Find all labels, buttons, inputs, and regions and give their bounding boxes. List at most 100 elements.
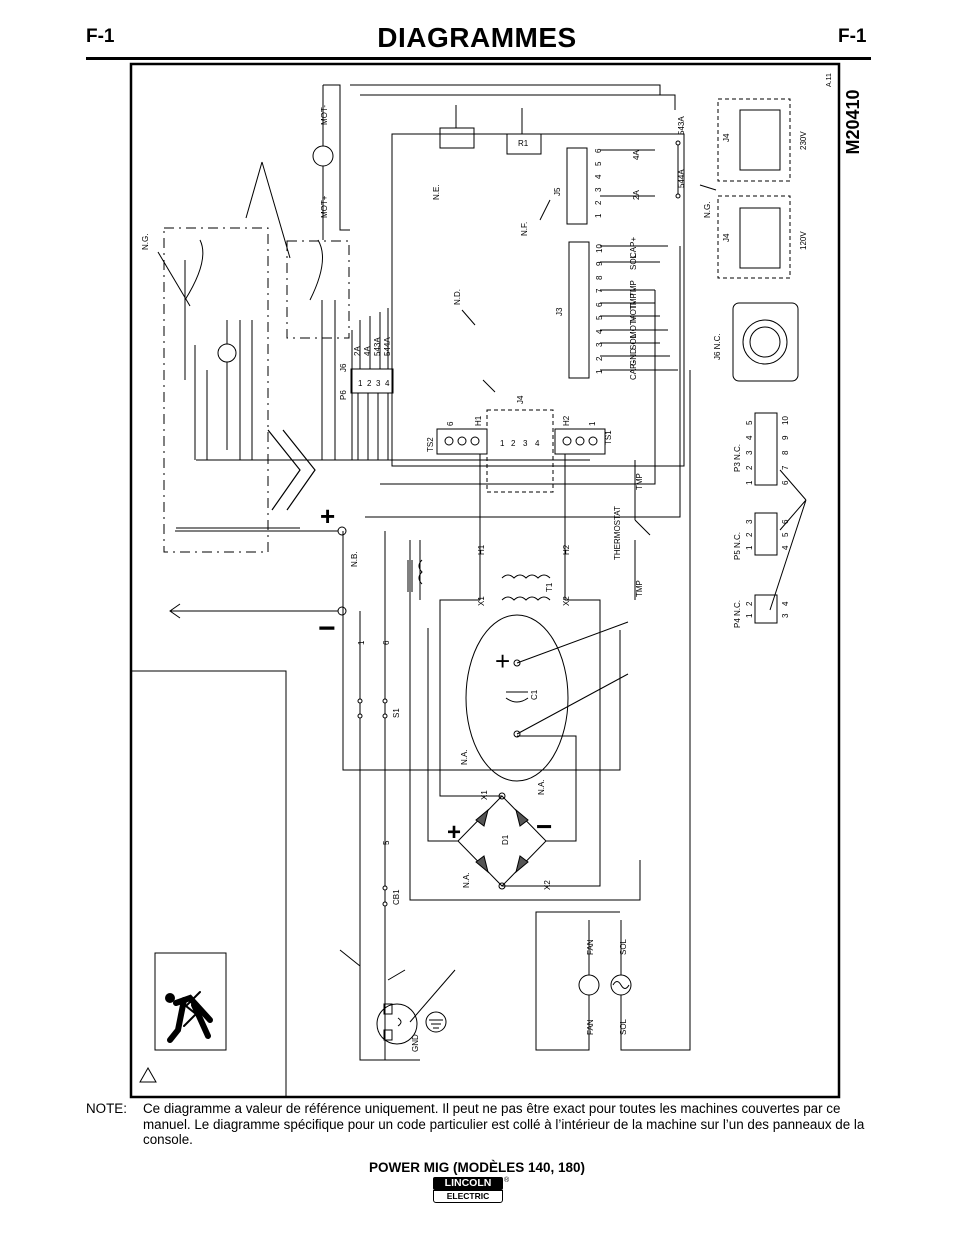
svg-text:544A: 544A xyxy=(677,169,686,188)
note-text: Ce diagramme a valeur de référence uniqu… xyxy=(143,1101,865,1147)
svg-text:X2: X2 xyxy=(543,880,552,890)
svg-text:4: 4 xyxy=(781,601,790,606)
svg-text:CAP+: CAP+ xyxy=(629,237,638,258)
svg-text:4: 4 xyxy=(535,439,540,448)
note-block: NOTE: Ce diagramme a valeur de référence… xyxy=(86,1101,866,1148)
svg-text:P5 N.C.: P5 N.C. xyxy=(733,532,742,560)
svg-text:543A: 543A xyxy=(677,116,686,135)
svg-text:1: 1 xyxy=(745,480,754,485)
footer-model: POWER MIG (MODÈLES 140, 180) xyxy=(368,1160,586,1175)
svg-text:TMP: TMP xyxy=(629,280,638,297)
svg-text:4A: 4A xyxy=(363,346,372,356)
j4-230v xyxy=(717,98,791,182)
logo-bottom: ELECTRIC xyxy=(433,1190,503,1203)
svg-text:SOL: SOL xyxy=(619,1018,628,1035)
svg-text:N.A.: N.A. xyxy=(462,872,471,888)
svg-text:N.D.: N.D. xyxy=(453,289,462,305)
negative-stud-label: − xyxy=(318,612,336,645)
svg-text:X2: X2 xyxy=(562,596,571,606)
svg-text:3: 3 xyxy=(745,519,754,524)
ground-symbol xyxy=(425,1011,447,1033)
logo-registered: ® xyxy=(504,1177,510,1184)
svg-text:1: 1 xyxy=(594,213,603,218)
svg-text:J4: J4 xyxy=(516,395,525,404)
svg-text:P6: P6 xyxy=(339,390,348,400)
svg-text:D1: D1 xyxy=(501,834,510,845)
svg-text:FAN: FAN xyxy=(586,1019,595,1035)
svg-text:5: 5 xyxy=(382,840,391,845)
label-230v: 230V xyxy=(799,131,808,150)
svg-text:6: 6 xyxy=(595,302,604,307)
svg-text:1: 1 xyxy=(745,613,754,618)
svg-text:CB1: CB1 xyxy=(392,889,401,905)
svg-text:2: 2 xyxy=(745,532,754,537)
p6-connector xyxy=(350,368,394,394)
svg-text:X1: X1 xyxy=(477,596,486,606)
svg-text:H2: H2 xyxy=(562,415,571,426)
svg-text:6: 6 xyxy=(781,480,790,485)
svg-text:+: + xyxy=(447,819,461,846)
svg-text:−: − xyxy=(536,811,552,842)
svg-text:H1: H1 xyxy=(477,544,486,555)
svg-text:TS2: TS2 xyxy=(426,437,435,452)
capacitor-c1 xyxy=(465,614,569,782)
svg-text:5: 5 xyxy=(594,161,603,166)
svg-text:GND: GND xyxy=(411,1034,420,1052)
svg-text:9: 9 xyxy=(595,261,604,266)
svg-text:N.A.: N.A. xyxy=(537,779,546,795)
svg-text:10: 10 xyxy=(595,244,604,253)
svg-text:T1: T1 xyxy=(545,582,554,592)
label-ng: N.G. xyxy=(141,234,150,250)
svg-text:2: 2 xyxy=(745,465,754,470)
svg-text:GND: GND xyxy=(629,348,638,366)
svg-text:2: 2 xyxy=(511,439,516,448)
svg-text:4: 4 xyxy=(781,545,790,550)
svg-text:J6 N.C.: J6 N.C. xyxy=(713,333,722,360)
svg-text:X1: X1 xyxy=(480,790,489,800)
p5-connector xyxy=(754,512,778,556)
svg-text:H2: H2 xyxy=(562,544,571,555)
positive-stud-label: + xyxy=(320,501,335,531)
electric-shock-icon xyxy=(165,991,213,1043)
j4-board xyxy=(486,409,554,493)
svg-text:7: 7 xyxy=(781,465,790,470)
label-mot-minus: MOT- xyxy=(320,105,329,125)
gun-enclosure xyxy=(163,227,269,553)
svg-text:4: 4 xyxy=(745,435,754,440)
svg-text:N.E.: N.E. xyxy=(432,184,441,200)
p3-connector xyxy=(754,412,778,486)
svg-text:P4 N.C.: P4 N.C. xyxy=(733,600,742,628)
svg-text:3: 3 xyxy=(376,379,381,388)
svg-text:5: 5 xyxy=(745,420,754,425)
svg-text:8: 8 xyxy=(595,275,604,280)
j5-connector xyxy=(566,147,588,225)
svg-text:5: 5 xyxy=(595,315,604,320)
lincoln-electric-logo: LINCOLN ELECTRIC ® xyxy=(433,1177,511,1203)
svg-text:TMP: TMP xyxy=(635,580,644,597)
svg-text:4: 4 xyxy=(595,329,604,334)
header-rule xyxy=(86,57,871,60)
svg-text:TMP: TMP xyxy=(635,473,644,490)
j4-120v xyxy=(717,195,791,279)
svg-text:TMP: TMP xyxy=(629,293,638,310)
svg-text:1: 1 xyxy=(588,421,597,426)
svg-text:4A: 4A xyxy=(632,150,641,160)
svg-text:N.G.: N.G. xyxy=(703,202,712,218)
pot-r1 xyxy=(506,133,542,155)
diagram-revision: A.11 xyxy=(826,73,833,87)
svg-text:C1: C1 xyxy=(530,689,539,700)
svg-text:SOL: SOL xyxy=(629,333,638,350)
svg-text:S1: S1 xyxy=(392,708,401,718)
j3-connector xyxy=(568,241,590,379)
svg-text:J4: J4 xyxy=(722,233,731,242)
svg-text:TS1: TS1 xyxy=(604,430,613,445)
j6-connector xyxy=(732,302,799,382)
page-title: DIAGRAMMES xyxy=(377,22,577,53)
pot-ne xyxy=(439,127,475,149)
svg-text:1: 1 xyxy=(595,369,604,374)
power-plug xyxy=(376,1003,418,1045)
svg-text:J5: J5 xyxy=(553,187,562,196)
svg-text:10: 10 xyxy=(781,416,790,425)
svg-text:543A: 543A xyxy=(373,337,382,356)
